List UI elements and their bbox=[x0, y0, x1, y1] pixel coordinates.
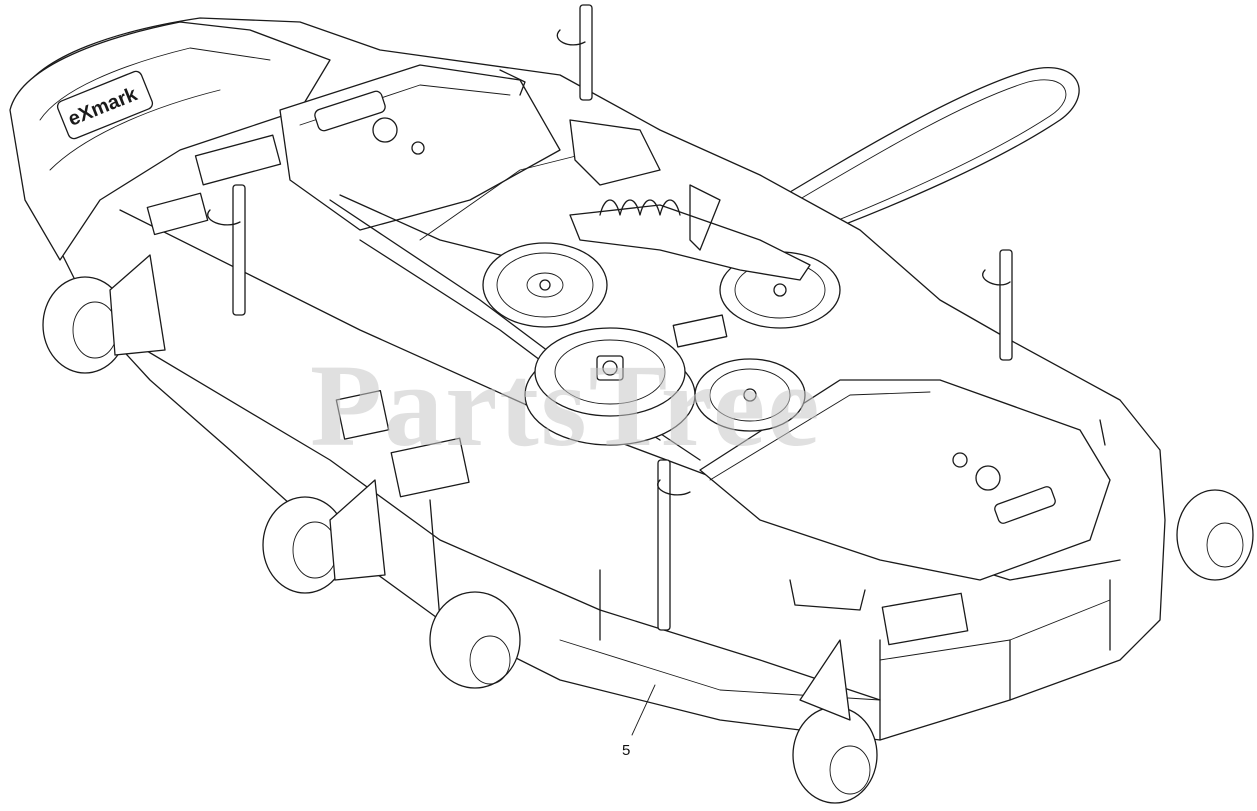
deck-handles[interactable] bbox=[499, 69, 1106, 611]
left-height-pin[interactable] bbox=[207, 184, 246, 316]
front-right-wheel[interactable] bbox=[792, 639, 878, 804]
rear-left-wheel[interactable] bbox=[42, 254, 166, 374]
right-height-pin[interactable] bbox=[982, 249, 1013, 361]
left-spindle-pulley[interactable] bbox=[482, 242, 608, 328]
rear-height-pin[interactable] bbox=[556, 4, 661, 186]
front-left-wheel[interactable] bbox=[262, 479, 386, 594]
right-belt-cover[interactable] bbox=[699, 379, 1111, 581]
center-spindle-pulley[interactable] bbox=[524, 327, 696, 446]
front-roller[interactable] bbox=[429, 591, 521, 689]
safety-decals bbox=[146, 134, 969, 646]
left-belt-cover[interactable] bbox=[279, 64, 561, 261]
callout-label-5: 5 bbox=[622, 742, 630, 759]
right-spindle-pulley[interactable] bbox=[694, 358, 806, 432]
watermark: PartsTree bbox=[310, 340, 822, 471]
rear-right-wheel[interactable] bbox=[1176, 489, 1254, 581]
callout-5[interactable]: 5 bbox=[622, 684, 656, 759]
front-height-pin[interactable] bbox=[657, 459, 691, 631]
discharge-chute[interactable]: eXmark bbox=[9, 21, 331, 261]
idler-arm[interactable] bbox=[569, 184, 811, 281]
tension-spring[interactable] bbox=[599, 199, 681, 216]
drive-belt[interactable] bbox=[759, 67, 1080, 246]
